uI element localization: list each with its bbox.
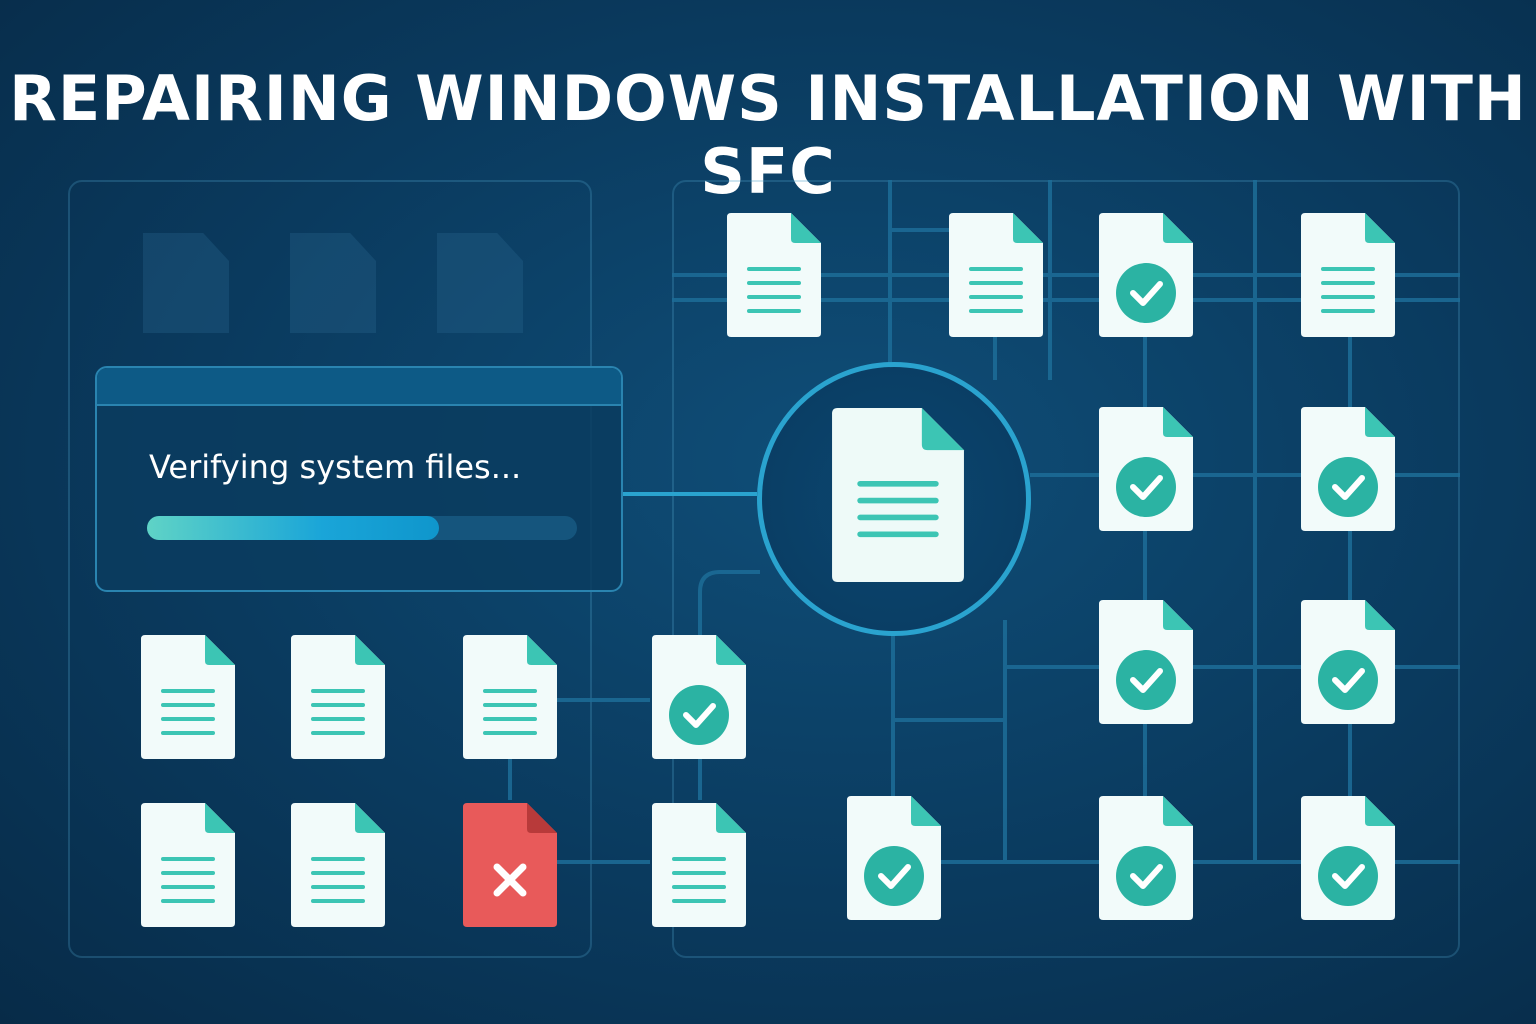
dialog-title-bar [97, 368, 621, 406]
file-icon [141, 635, 235, 759]
verified-file-icon [1099, 407, 1193, 531]
verified-file-icon [847, 796, 941, 920]
verified-file-icon [1301, 407, 1395, 531]
file-icon [727, 213, 821, 337]
verified-file-icon [1099, 213, 1193, 337]
ghost-file-icon [290, 233, 376, 333]
file-icon [1301, 213, 1395, 337]
verified-file-icon [1099, 796, 1193, 920]
scanned-file-icon [829, 408, 967, 582]
progress-bar-fill [147, 516, 440, 540]
verified-file-icon [652, 635, 746, 759]
verified-file-icon [1099, 600, 1193, 724]
verified-file-icon [1301, 600, 1395, 724]
progress-dialog: Verifying system files... [95, 366, 623, 592]
right-panel-frame [672, 180, 1460, 958]
verified-file-icon [1301, 796, 1395, 920]
file-icon [949, 213, 1043, 337]
progress-bar [147, 516, 577, 540]
file-icon [652, 803, 746, 927]
corrupted-file-icon [463, 803, 557, 927]
file-icon [463, 635, 557, 759]
ghost-file-icon [143, 233, 229, 333]
ghost-file-icon [437, 233, 523, 333]
file-icon [141, 803, 235, 927]
file-icon [291, 635, 385, 759]
file-icon [291, 803, 385, 927]
status-text: Verifying system files... [149, 448, 522, 486]
page-title: REPAIRING WINDOWS INSTALLATION WITH SFC [9, 62, 1527, 208]
